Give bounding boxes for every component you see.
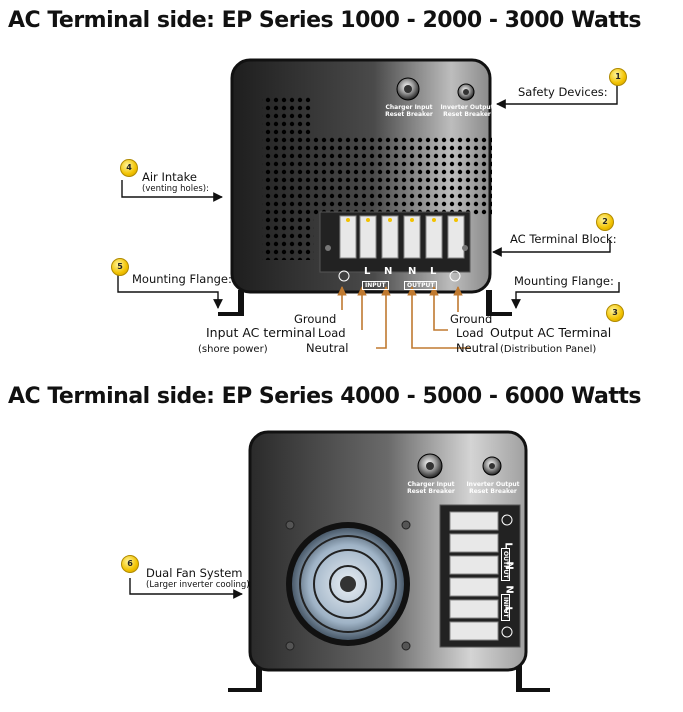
- bottom-title: AC Terminal side: EP Series 4000 - 5000 …: [8, 384, 641, 409]
- input-load-label: Load: [318, 326, 346, 340]
- top-wires: [337, 286, 470, 349]
- top-input-tag: INPUT: [362, 281, 389, 290]
- callout-badge-6: 6: [121, 555, 139, 573]
- top-terminal-letter-1: L: [364, 266, 371, 277]
- output-ac-terminal-title: Output AC Terminal: [490, 325, 612, 340]
- callout-badge-4: 4: [120, 159, 138, 177]
- top-output-tag: OUTPUT: [404, 281, 438, 290]
- mounting-flange-left-label: Mounting Flange:: [132, 272, 232, 286]
- top-title: AC Terminal side: EP Series 1000 - 2000 …: [8, 8, 641, 33]
- callout-badge-5: 5: [111, 258, 129, 276]
- top-terminal-letter-2: N: [384, 266, 393, 277]
- air-intake-label: Air Intake: [142, 170, 198, 184]
- top-terminal-letter-3: N: [408, 266, 417, 277]
- callout-badge-2: 2: [596, 213, 614, 231]
- top-leaders: [117, 84, 620, 309]
- bottom-input-tag: INPUT: [501, 594, 510, 621]
- input-ac-terminal-sub: (shore power): [198, 344, 268, 355]
- output-ground-label: Ground: [450, 312, 493, 326]
- bottom-terminal-letter-3: N: [503, 585, 515, 594]
- air-intake-sublabel: (venting holes):: [142, 184, 209, 194]
- callout-badge-3: 3: [606, 304, 624, 322]
- top-terminal-letter-4: L: [430, 266, 437, 277]
- fan-leader: [129, 578, 243, 599]
- safety-devices-label: Safety Devices:: [518, 85, 608, 99]
- dual-fan-sublabel: (Larger inverter cooling):: [146, 580, 253, 590]
- dual-fan-label: Dual Fan System: [146, 566, 243, 580]
- output-neutral-label: Neutral: [456, 341, 499, 355]
- ac-terminal-block-label: AC Terminal Block:: [510, 232, 617, 246]
- mounting-flange-right-label: Mounting Flange:: [514, 274, 614, 288]
- bottom-inverter-panel: [228, 430, 550, 692]
- input-neutral-label: Neutral: [306, 341, 349, 355]
- input-ac-terminal-title: Input AC terminal: [206, 325, 316, 340]
- input-ground-label: Ground: [294, 312, 337, 326]
- output-load-label: Load: [456, 326, 484, 340]
- top-inverter-panel: [218, 58, 512, 316]
- callout-badge-1: 1: [609, 68, 627, 86]
- bottom-output-tag: OUTPUT: [501, 548, 510, 582]
- output-ac-terminal-sub: (Distribution Panel): [500, 344, 597, 355]
